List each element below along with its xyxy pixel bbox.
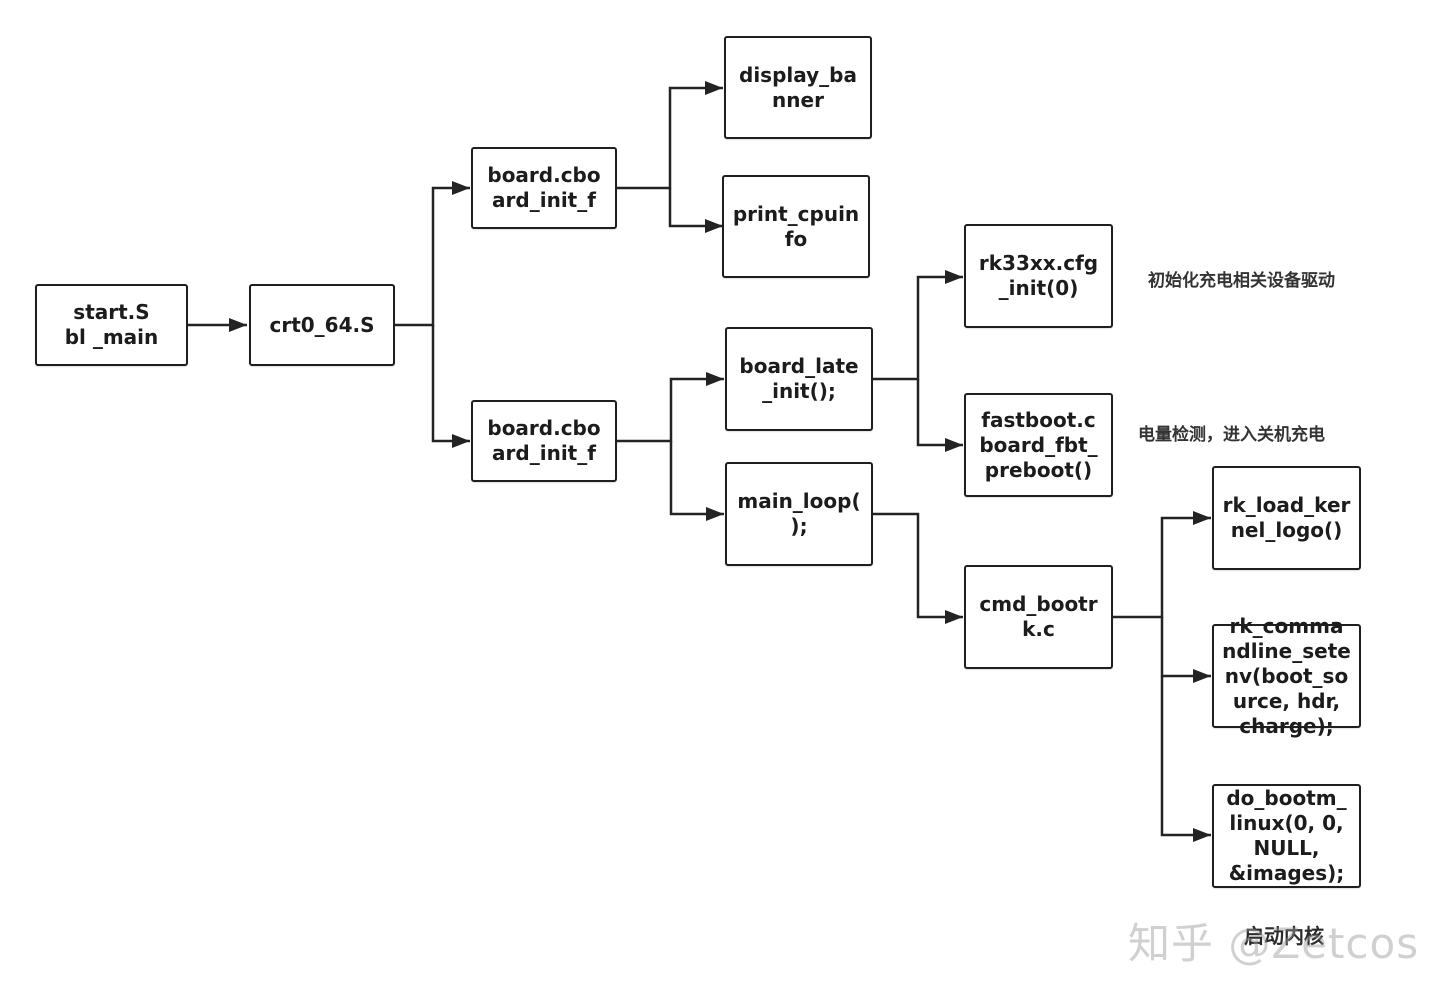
board-late-init-label: board_late _init(); [739,354,859,403]
print-cpuinfo-node: print_cpuin fo [722,175,870,278]
do-bootm-linux-node: do_bootm_ linux(0, 0, NULL, &images); [1212,784,1361,888]
charge-driver-note: 初始化充电相关设备驱动 [1148,271,1335,291]
board-late-init-node: board_late _init(); [725,327,873,431]
battery-check-note: 电量检测，进入关机充电 [1138,425,1325,445]
cmd-bootrk-label: cmd_bootr k.c [979,592,1098,641]
do-bootm-linux-label: do_bootm_ linux(0, 0, NULL, &images); [1226,786,1347,885]
rk-commandline-setenv-node: rk_comma ndline_sete nv(boot_so urce, hd… [1212,614,1361,738]
board-init-f-bottom-node: board.cbo ard_init_f [471,400,617,482]
board-init-f-top-node: board.cbo ard_init_f [471,147,617,229]
zhihu-watermark: 知乎 @Zetcos [1128,919,1420,968]
rk-load-kernel-logo-node: rk_load_ker nel_logo() [1212,466,1361,570]
main-loop-label: main_loop( ); [737,489,861,538]
display-banner-label: display_ba nner [739,62,857,112]
crt0-64-node: crt0_64.S [249,284,395,366]
rk-load-kernel-logo-label: rk_load_ker nel_logo() [1222,493,1351,542]
rk33xx-cfg-init-label: rk33xx.cfg _init(0) [978,251,1099,300]
board-init-f-top-label: board.cbo ard_init_f [487,163,601,212]
main-loop-node: main_loop( ); [725,462,873,566]
start-s-node: start.S bl _main [35,284,188,366]
start-s-label: start.S bl _main [64,300,159,349]
crt0-64-label: crt0_64.S [269,312,375,337]
boot-kernel-note: 启动内核 [1244,924,1324,948]
print-cpuinfo-label: print_cpuin fo [732,201,860,251]
fastboot-node: fastboot.c board_fbt_ preboot() [964,393,1113,497]
rk33xx-cfg-init-node: rk33xx.cfg _init(0) [964,224,1113,328]
rk-commandline-setenv-label: rk_comma ndline_sete nv(boot_so urce, hd… [1222,613,1351,738]
display-banner-node: display_ba nner [724,36,872,139]
board-init-f-bottom-label: board.cbo ard_init_f [487,416,601,465]
fastboot-label: fastboot.c board_fbt_ preboot() [979,407,1098,482]
cmd-bootrk-node: cmd_bootr k.c [964,565,1113,669]
